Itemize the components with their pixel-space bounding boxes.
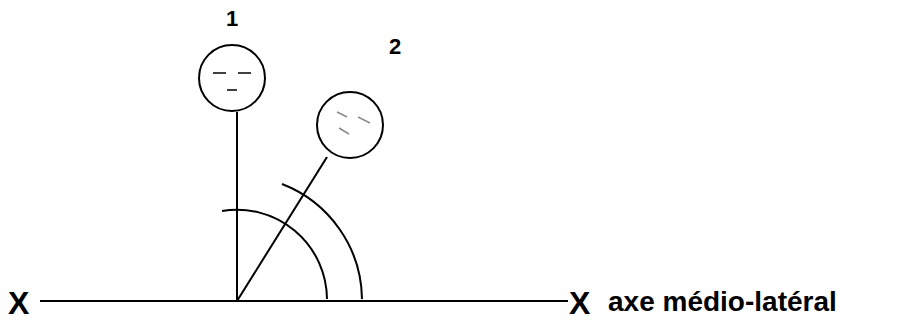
upright-body (236, 112, 238, 301)
figure-number: 2 (389, 36, 401, 58)
tilted-body (237, 157, 327, 301)
axis-label: axe médio-latéral (608, 288, 837, 316)
axis-end-mark: X (569, 287, 590, 319)
upright-angle-arc (222, 210, 327, 299)
upright-face (213, 73, 251, 90)
tilted-angle-arc (282, 184, 362, 299)
medio-lateral-axis (40, 300, 568, 302)
upright-head (199, 45, 265, 111)
figure-number: 1 (226, 8, 238, 30)
axis-end-mark: X (8, 287, 29, 319)
tilted-head (317, 92, 383, 158)
tilted-face (337, 112, 370, 134)
